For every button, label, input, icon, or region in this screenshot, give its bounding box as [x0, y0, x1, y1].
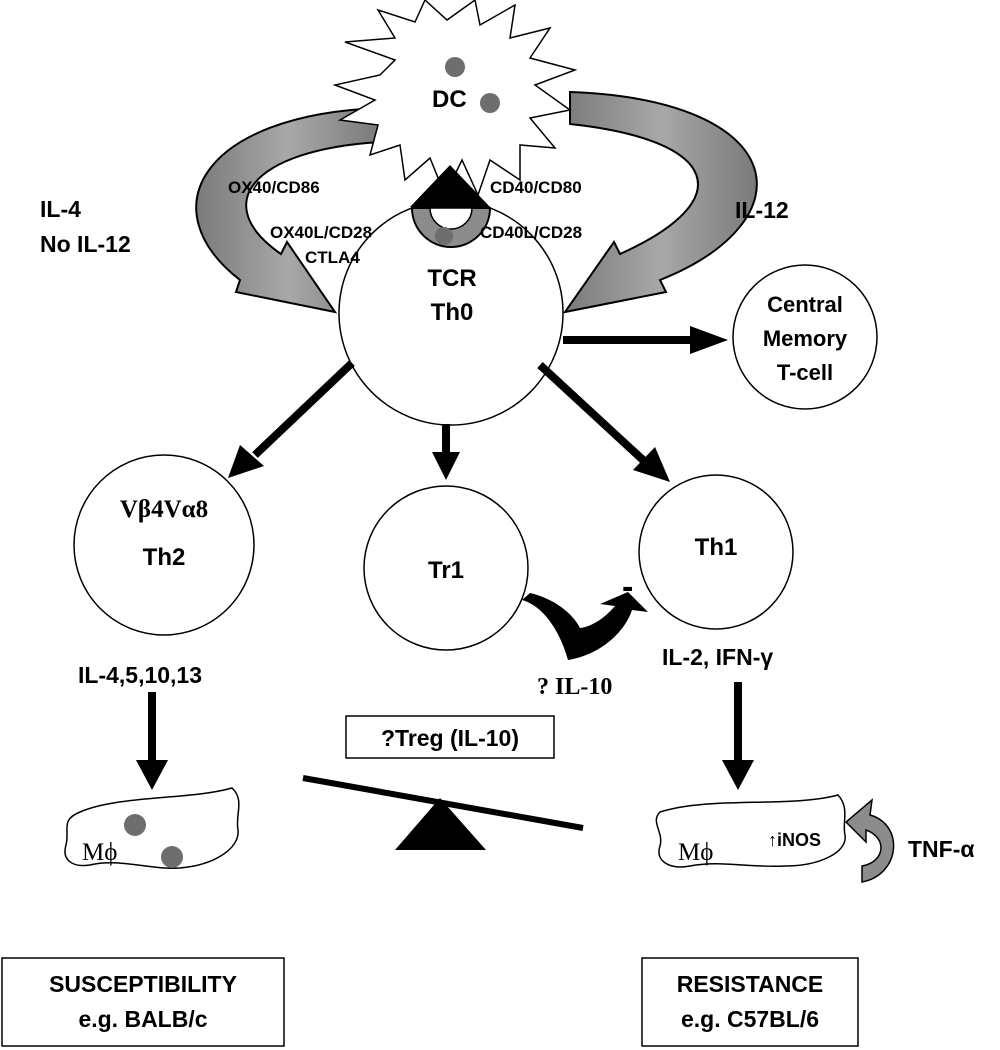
- susceptibility-example: e.g. BALB/c: [78, 1006, 207, 1032]
- right-curved-arrow: [562, 90, 758, 314]
- balance-fulcrum: [395, 798, 486, 850]
- tcr-label: TCR: [427, 265, 476, 292]
- treg-label: ?Treg (IL-10): [381, 725, 519, 751]
- arrow-to-memory-head: [690, 326, 728, 354]
- signal-il4: IL-4: [40, 196, 81, 222]
- costim-ctla4: CTLA4: [305, 248, 360, 267]
- susceptibility-label: SUSCEPTIBILITY: [49, 971, 237, 997]
- tnf-feedback-arrow: [844, 798, 895, 883]
- susceptibility-box: [1, 957, 285, 1047]
- arrow-th2-to-mphi-head: [136, 760, 168, 790]
- left-curved-arrow: [195, 106, 381, 314]
- resistance-example: e.g. C57BL/6: [681, 1006, 819, 1032]
- th1-cytokines: IL-2, IFN-γ: [662, 644, 773, 670]
- inos-label: ↑iNOS: [768, 830, 821, 850]
- arrow-to-th1-head: [633, 447, 670, 482]
- tnf-label: TNF-α: [908, 836, 975, 862]
- arrow-th1-to-mphi-head: [722, 760, 754, 790]
- dendritic-cell: [332, 0, 578, 198]
- macrophage-left-label: Mϕ: [82, 839, 117, 866]
- arrow-to-tr1-head: [432, 452, 460, 480]
- inhibition-sign: -: [622, 568, 633, 606]
- resistance-box: [641, 957, 859, 1047]
- memory-label-2: Memory: [763, 326, 848, 351]
- macrophage-left: [64, 787, 240, 869]
- macrophage-right-label: Mϕ: [678, 839, 713, 866]
- memory-label-3: T-cell: [777, 360, 833, 385]
- th0-label: Th0: [431, 299, 474, 326]
- tr1-cell: [363, 485, 529, 651]
- tr1-label: Tr1: [428, 557, 464, 584]
- signal-no-il12: No IL-12: [40, 231, 131, 257]
- macrophage-right: [655, 794, 846, 868]
- resistance-label: RESISTANCE: [677, 971, 824, 997]
- memory-label-1: Central: [767, 292, 843, 317]
- arrow-to-th2-shaft: [252, 360, 355, 458]
- th1-label: Th1: [695, 534, 738, 561]
- dc-granule-1: [445, 57, 465, 77]
- tr1-cytokine: ? IL-10: [537, 674, 612, 700]
- costim-ox40l-cd28: OX40L/CD28: [270, 223, 372, 242]
- th1-cell: [638, 474, 794, 630]
- antigen-dot: [435, 227, 453, 245]
- inhibition-arrow: [522, 592, 648, 660]
- costim-ox40-cd86: OX40/CD86: [228, 178, 320, 197]
- macrophage-left-parasite-2: [161, 846, 183, 868]
- dc-granule-2: [480, 93, 500, 113]
- signal-il12: IL-12: [735, 197, 789, 223]
- memory-t-cell: [732, 264, 878, 410]
- th2-cell: [73, 454, 255, 636]
- tcr-inner: [429, 207, 473, 230]
- arrow-to-th1-shaft: [537, 362, 646, 463]
- mhc-triangle: [410, 165, 490, 207]
- treg-box: [345, 715, 555, 759]
- costim-cd40l-cd28: CD40L/CD28: [480, 223, 582, 242]
- th2-label: Th2: [143, 544, 186, 571]
- th2-tcr-label: Vβ4Vα8: [120, 496, 208, 523]
- arrow-to-th2-head: [228, 445, 264, 478]
- macrophage-left-parasite-1: [124, 814, 146, 836]
- dc-label: DC: [432, 86, 467, 113]
- costim-cd40-cd80: CD40/CD80: [490, 178, 582, 197]
- th2-cytokines: IL-4,5,10,13: [78, 662, 202, 688]
